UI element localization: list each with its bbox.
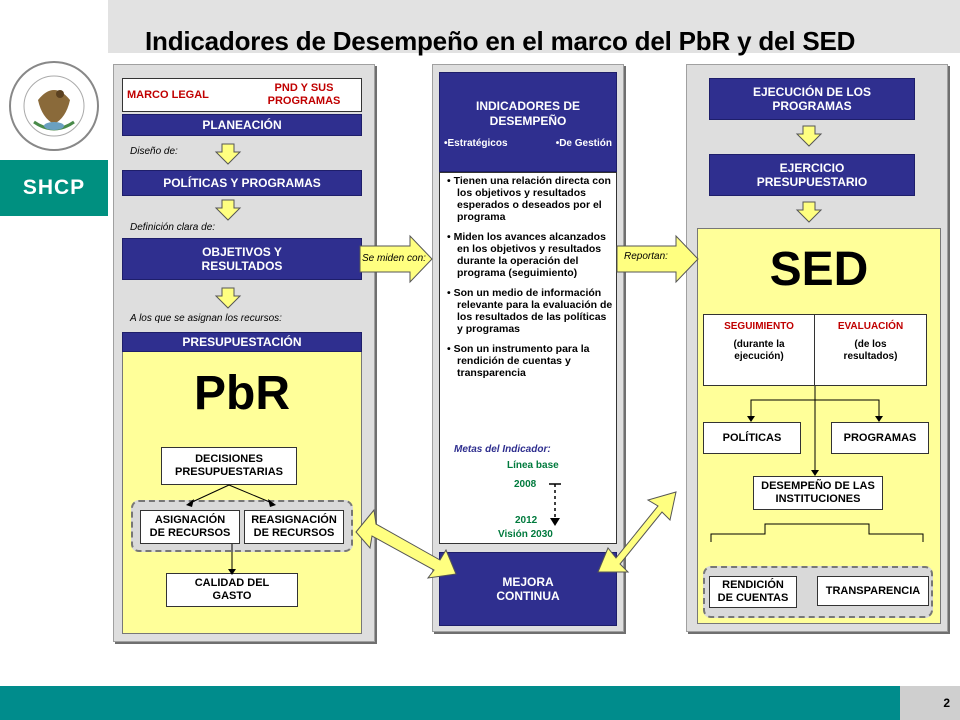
down-arrow [214,143,242,165]
evaluacion-tab: EVALUACIÓN (de los resultados) [815,315,926,385]
seguimiento-label: SEGUIMIENTO [724,321,794,332]
asignacion-box: ASIGNACIÓN DE RECURSOS [140,510,240,544]
page-number: 2 [900,686,960,720]
reasignacion-box: REASIGNACIÓN DE RECURSOS [244,510,344,544]
indicator-types: •Estratégicos •De Gestión [440,137,616,151]
se-miden-arrow [359,234,433,284]
indicadores-box: INDICADORES DE DESEMPEÑO •Estratégicos •… [439,72,617,172]
sed-title: SED [769,243,869,296]
mejora-continua-box: MEJORA CONTINUA [439,552,617,626]
ejercicio-box: EJERCICIO PRESUPUESTARIO [709,154,915,196]
marco-legal-label: MARCO LEGAL [127,88,209,101]
reportan-label: Reportan: [624,251,668,262]
header-bar [108,0,960,53]
down-arrow [795,201,823,223]
year-2012: 2012 [515,515,538,526]
transparencia-box: TRANSPARENCIA [817,576,929,606]
desempeno-box: DESEMPEÑO DE LAS INSTITUCIONES [753,476,883,510]
objetivos-resultados-box: OBJETIVOS Y RESULTADOS [122,238,362,280]
marco-legal-box: MARCO LEGAL PND Y SUS PROGRAMAS [122,78,362,112]
linea-base-label: Línea base [507,460,559,471]
evaluacion-sub: (de los resultados) [843,339,898,362]
down-arrow [214,287,242,309]
shcp-logo: SHCP [0,160,108,216]
se-miden-label: Se miden con: [362,253,426,264]
politicas-programas-box: POLÍTICAS Y PROGRAMAS [122,170,362,196]
indicadores-title: INDICADORES DE DESEMPEÑO [475,99,580,128]
footer-bar [0,686,900,720]
gestion-label: •De Gestión [555,138,612,149]
bullet-item: • Miden los avances alcanzados en los ob… [447,231,606,279]
estrategicos-label: •Estratégicos [444,138,508,149]
pbr-mejora-arrow [355,508,457,579]
sed-tabs: SEGUIMIENTO (durante la ejecución) EVALU… [703,314,927,386]
reportan-arrow [616,234,699,284]
bullet-list: • Tienen una relación directa con los ob… [447,175,613,387]
rendicion-box: RENDICIÓN DE CUENTAS [709,576,797,608]
mexican-seal-icon [9,61,99,151]
metas-label: Metas del Indicador: [454,444,551,455]
evaluacion-label: EVALUACIÓN [837,321,904,332]
planeacion-box: PLANEACIÓN [122,114,362,136]
politicas-box: POLÍTICAS [703,422,801,454]
definicion-label: Definición clara de: [130,222,216,233]
page-title: Indicadores de Desempeño en el marco del… [145,26,856,56]
pnd-label: PND Y SUS PROGRAMAS [267,82,341,107]
bullet-item: • Son un medio de información relevante … [447,287,613,335]
presupuestacion-box: PRESUPUESTACIÓN [122,332,362,352]
bullet-item: • Tienen una relación directa con los ob… [447,175,611,223]
year-2008: 2008 [514,479,537,490]
indicadores-content [439,172,617,544]
diseno-label: Diseño de: [130,146,178,157]
bullet-item: • Son un instrumento para la rendición d… [447,343,590,379]
pbr-title: PbR [194,367,290,420]
decisiones-box: DECISIONES PRESUPUESTARIAS [161,447,297,485]
seguimiento-tab: SEGUIMIENTO (durante la ejecución) [704,315,815,385]
programas-box: PROGRAMAS [831,422,929,454]
down-arrow [214,199,242,221]
timeline-arrow [549,483,561,526]
mejora-sed-arrow [597,491,677,573]
down-arrow [795,125,823,147]
vision-2030: Visión 2030 [498,529,553,540]
seguimiento-sub: (durante la ejecución) [733,339,785,362]
asignan-label: A los que se asignan los recursos: [130,313,282,324]
ejecucion-box: EJECUCIÓN DE LOS PROGRAMAS [709,78,915,120]
